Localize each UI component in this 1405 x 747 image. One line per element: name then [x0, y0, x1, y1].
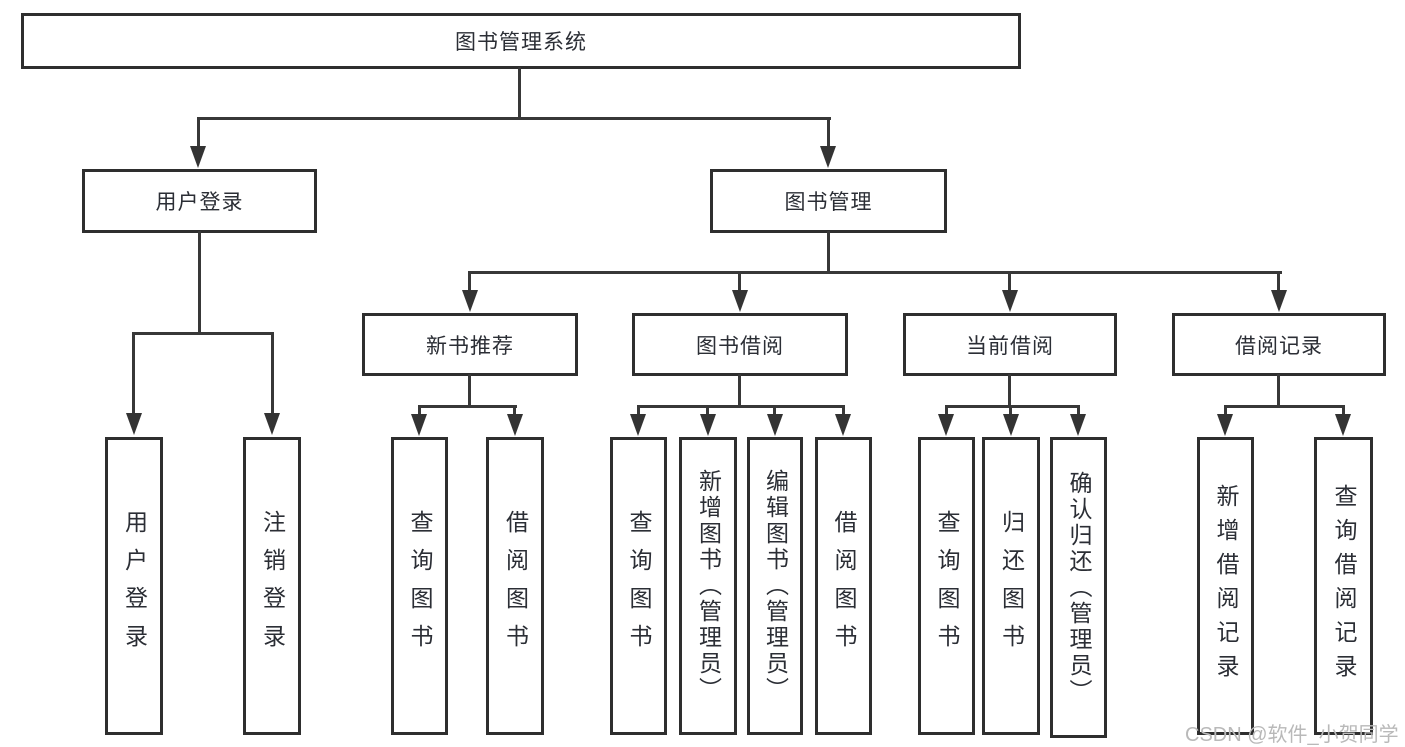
node-label: 用户登录	[155, 191, 244, 214]
connector-new-book-rec-stem	[468, 374, 471, 408]
connector-drop-return-books	[1009, 405, 1012, 419]
leaf-query-books-borrowing: 查询图书	[610, 437, 667, 735]
node-borrowing-records: 借阅记录	[1172, 313, 1386, 376]
csdn-watermark: CSDN @软件_小贺同学	[1185, 724, 1399, 746]
connector-drop-query-books-1	[418, 405, 421, 419]
leaf-label: 借阅图书	[831, 510, 857, 662]
arrowhead-leaf-user-login	[126, 413, 142, 435]
leaf-query-books-new-rec: 查询图书	[391, 437, 448, 735]
connector-drop-leaf-logout	[271, 332, 274, 416]
arrowhead-current-borrowing	[1002, 290, 1018, 312]
node-library-management-system: 图书管理系统	[21, 13, 1021, 69]
node-book-management: 图书管理	[710, 169, 947, 233]
arrowhead-leaf-logout	[264, 413, 280, 435]
node-current-borrowing: 当前借阅	[903, 313, 1117, 376]
leaf-borrow-books-new-rec: 借阅图书	[486, 437, 544, 735]
connector-drop-new-book-rec	[468, 271, 471, 295]
arrowhead-add-books	[700, 414, 716, 436]
arrowhead-add-record	[1217, 414, 1233, 436]
connector-drop-book-borrowing	[738, 271, 741, 295]
connector-drop-query-record	[1342, 405, 1345, 419]
leaf-edit-books-admin: 编辑图书（管理员）	[747, 437, 803, 735]
arrowhead-book-borrowing	[732, 290, 748, 312]
arrowhead-query-books-1	[411, 414, 427, 436]
connector-current-borrowing-rail	[945, 405, 1080, 408]
connector-user-login-stem	[198, 231, 201, 335]
connector-drop-query-books-2	[637, 405, 640, 419]
leaf-label: 编辑图书（管理员）	[762, 469, 789, 703]
node-label: 图书管理	[784, 191, 873, 214]
arrowhead-confirm-return	[1070, 414, 1086, 436]
arrowhead-edit-books	[767, 414, 783, 436]
connector-drop-current-borrowing	[1008, 271, 1011, 295]
connector-drop-query-books-3	[945, 405, 948, 419]
connector-drop-book-management	[827, 117, 830, 147]
connector-borrowing-records-stem	[1277, 374, 1280, 408]
connector-drop-add-record	[1224, 405, 1227, 419]
connector-book-management-stem	[827, 231, 830, 274]
connector-drop-user-login	[197, 117, 200, 147]
leaf-return-books: 归还图书	[982, 437, 1040, 735]
leaf-label: 新增借阅记录	[1213, 484, 1239, 688]
leaf-label: 查询图书	[626, 510, 652, 662]
node-new-book-recommendation: 新书推荐	[362, 313, 578, 376]
arrowhead-new-book-rec	[462, 290, 478, 312]
connector-level2-rail	[469, 271, 1282, 274]
leaf-label: 归还图书	[998, 510, 1025, 662]
leaf-label: 确认归还（管理员）	[1066, 470, 1092, 705]
leaf-add-books-admin: 新增图书（管理员）	[679, 437, 737, 735]
connector-drop-borrow-books-1	[513, 405, 516, 419]
connector-current-borrowing-stem	[1008, 374, 1011, 408]
node-label: 图书借阅	[696, 334, 784, 358]
leaf-query-books-current: 查询图书	[918, 437, 975, 735]
connector-drop-borrow-books-2	[842, 405, 845, 419]
arrowhead-borrow-books-1	[507, 414, 523, 436]
node-user-login: 用户登录	[82, 169, 317, 233]
arrowhead-query-books-2	[630, 414, 646, 436]
arrowhead-return-books	[1003, 414, 1019, 436]
leaf-label: 查询图书	[407, 510, 433, 662]
connector-user-login-rail	[132, 332, 274, 335]
arrowhead-borrowing-records	[1271, 290, 1287, 312]
node-label: 当前借阅	[966, 334, 1054, 358]
leaf-label: 注销登录	[259, 510, 286, 662]
leaf-logout-login: 注销登录	[243, 437, 301, 735]
arrowhead-query-books-3	[938, 414, 954, 436]
leaf-label: 用户登录	[121, 510, 148, 662]
node-book-borrowing: 图书借阅	[632, 313, 848, 376]
connector-drop-leaf-user-login	[132, 332, 135, 416]
leaf-query-borrow-record: 查询借阅记录	[1314, 437, 1373, 735]
leaf-user-login: 用户登录	[105, 437, 163, 735]
node-label: 图书管理系统	[455, 31, 587, 54]
leaf-label: 查询借阅记录	[1331, 484, 1357, 688]
arrowhead-query-record	[1335, 414, 1351, 436]
arrowhead-user-login	[190, 146, 206, 168]
connector-drop-add-books	[706, 405, 709, 419]
connector-new-book-rec-rail	[418, 405, 517, 408]
connector-level1-rail	[197, 117, 831, 120]
node-label: 新书推荐	[426, 334, 514, 358]
connector-drop-borrowing-records	[1277, 271, 1280, 295]
node-label: 借阅记录	[1235, 334, 1323, 358]
connector-root-stem	[518, 67, 521, 119]
leaf-label: 查询图书	[934, 510, 960, 662]
connector-book-borrowing-stem	[738, 374, 741, 408]
leaf-add-borrow-record: 新增借阅记录	[1197, 437, 1254, 735]
arrowhead-book-management	[820, 146, 836, 168]
connector-borrowing-records-rail	[1224, 405, 1345, 408]
leaf-confirm-return-admin: 确认归还（管理员）	[1050, 437, 1107, 738]
connector-book-borrowing-rail	[637, 405, 845, 408]
arrowhead-borrow-books-2	[835, 414, 851, 436]
leaf-label: 新增图书（管理员）	[695, 469, 722, 703]
connector-drop-edit-books	[773, 405, 776, 419]
connector-drop-confirm-return	[1077, 405, 1080, 419]
leaf-label: 借阅图书	[502, 510, 529, 662]
leaf-borrow-books-borrowing: 借阅图书	[815, 437, 872, 735]
